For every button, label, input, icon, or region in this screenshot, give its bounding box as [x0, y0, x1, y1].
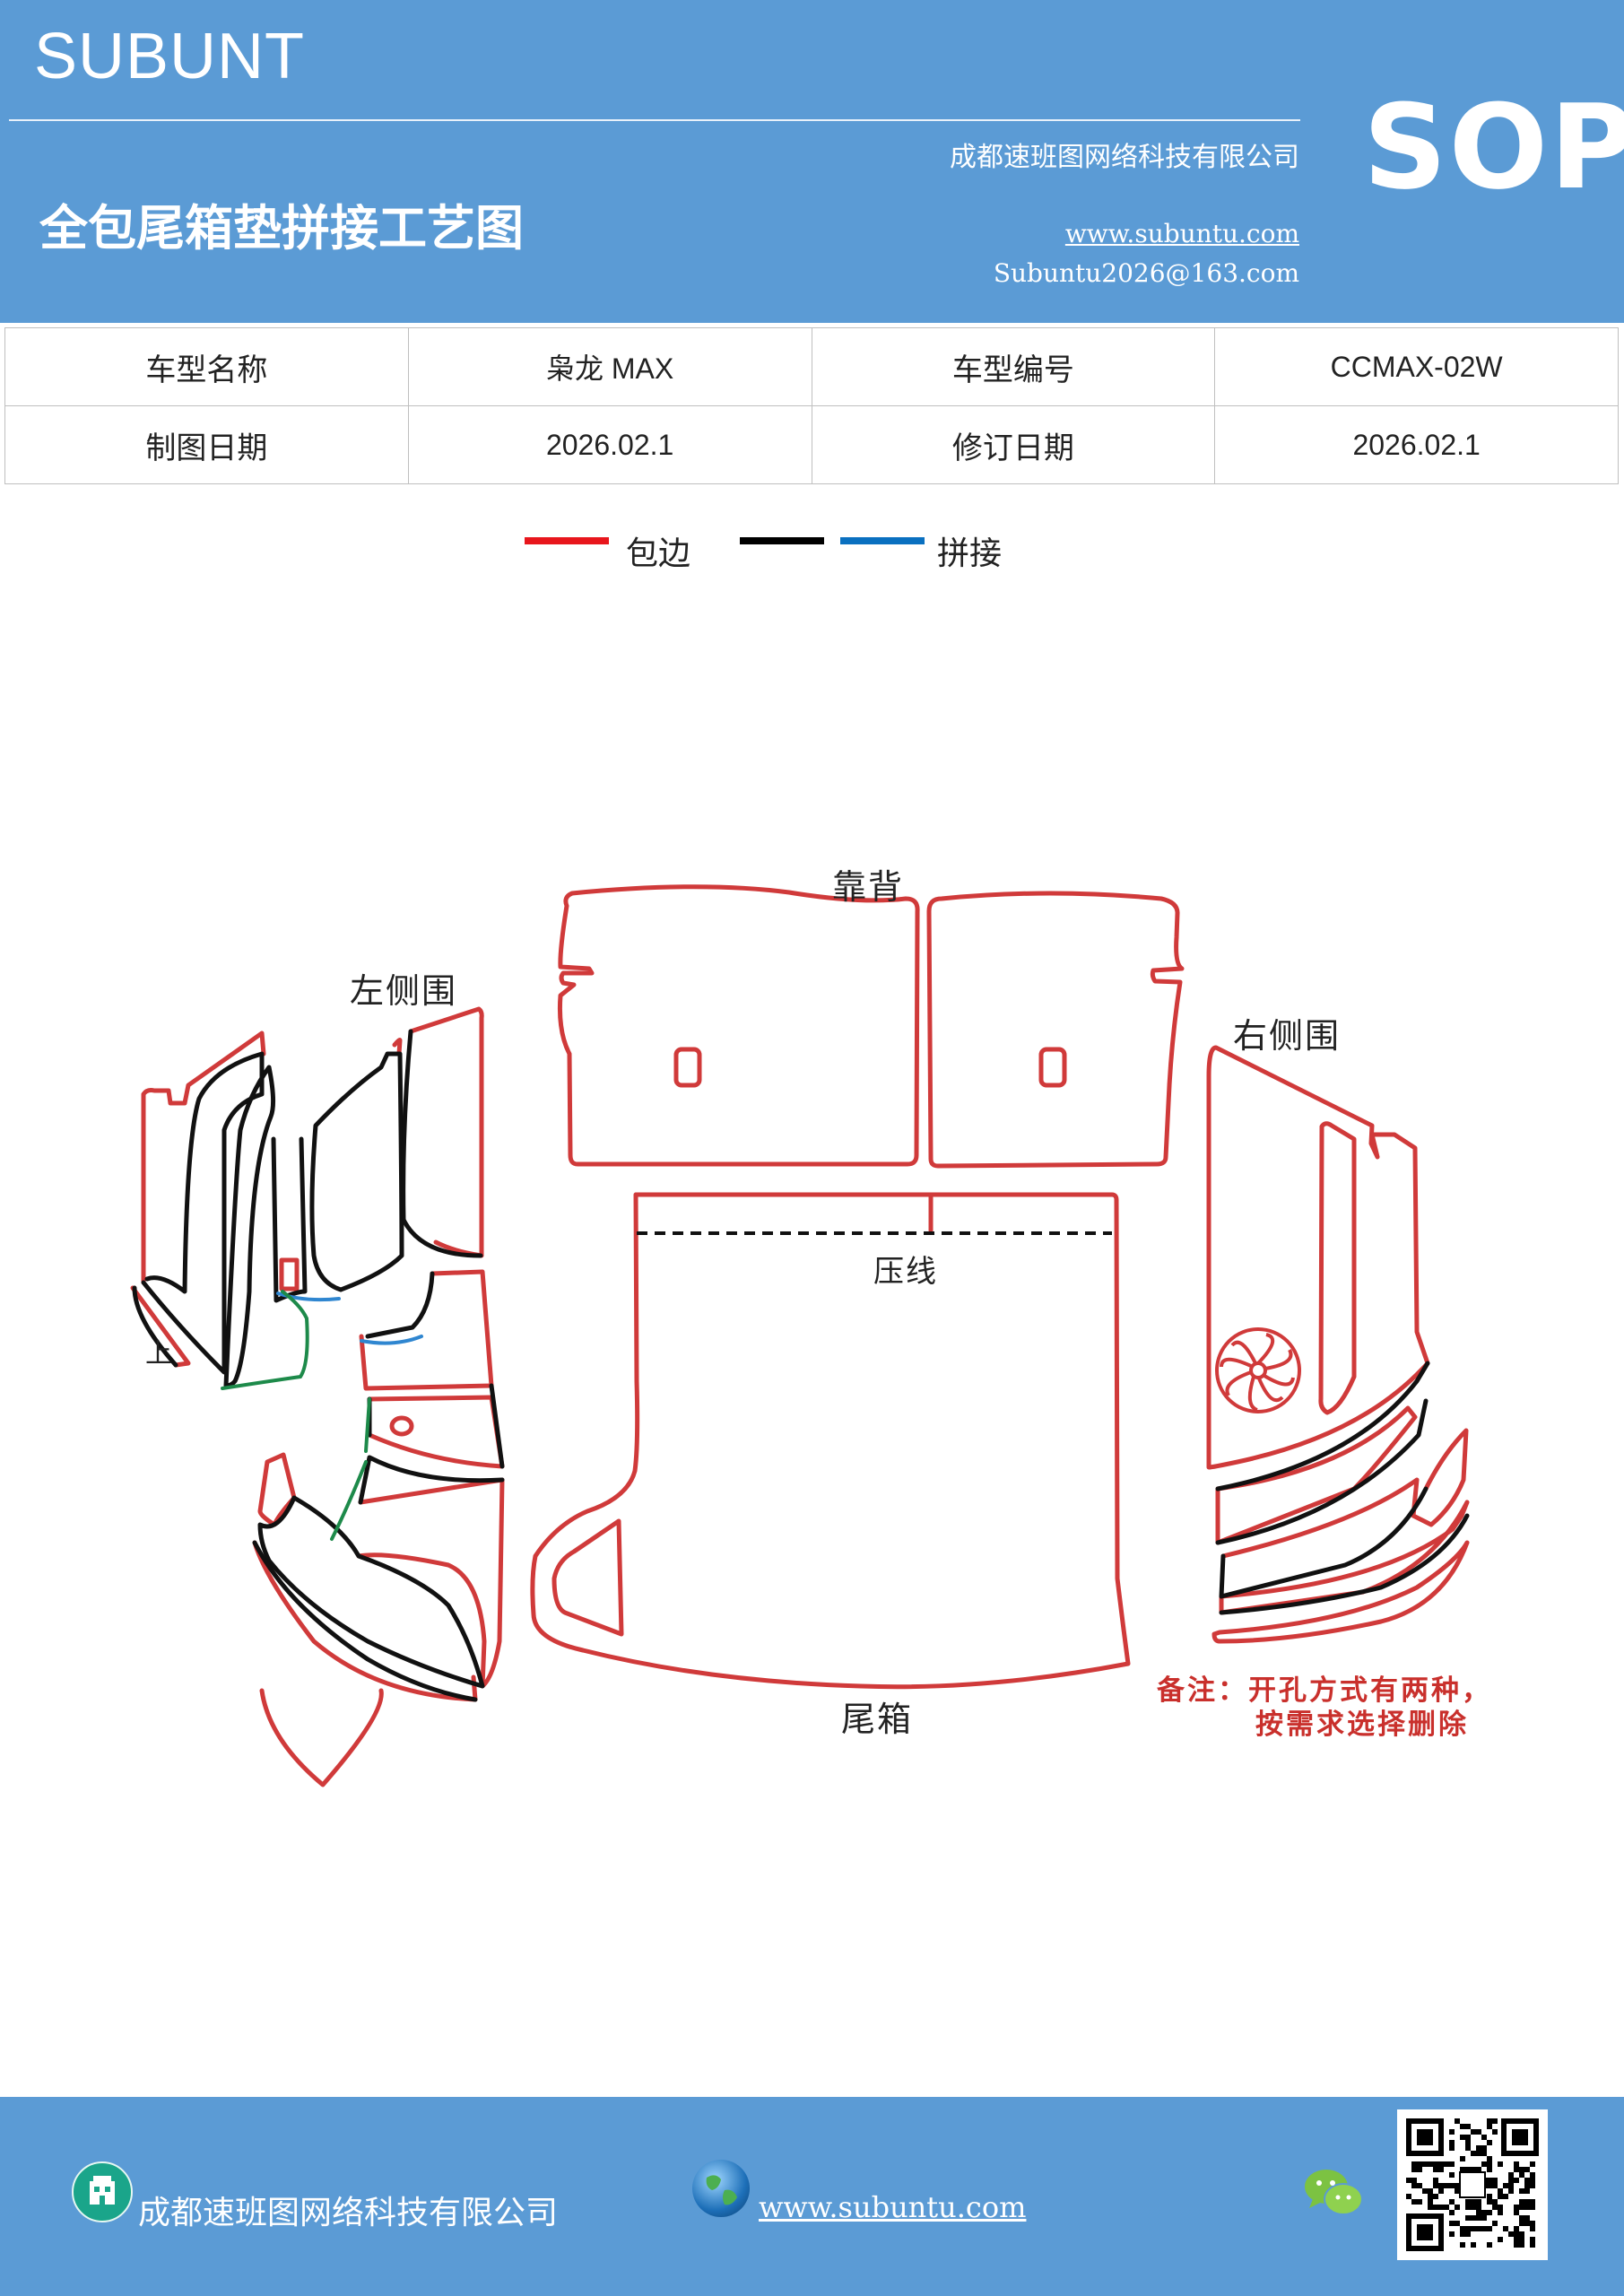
- left-up-mark-edge: [130, 1285, 191, 1368]
- seam-right-3: [1219, 1486, 1429, 1599]
- table-cell-label: 车型名称: [4, 327, 409, 406]
- left-side-lower-edge: [252, 1540, 478, 1787]
- note-line-1: 备注：开孔方式有两种，: [1157, 1674, 1492, 1707]
- legend-label-join: 拼接: [937, 535, 1003, 572]
- join-blue-2: [360, 1335, 423, 1345]
- wechat-icon[interactable]: [1302, 2165, 1365, 2221]
- label-right-side: 右侧围: [1233, 1016, 1342, 1056]
- seam-left-wave: [309, 1051, 404, 1292]
- left-piece-lower: [356, 1477, 505, 1689]
- globe-icon: [692, 2160, 750, 2217]
- label-press-line: 压线: [873, 1254, 938, 1290]
- seam-up-mark: [132, 1285, 178, 1368]
- join-blue-1: [276, 1292, 341, 1302]
- qr-code[interactable]: [1397, 2109, 1548, 2260]
- seam-left-piece1: [365, 1271, 435, 1339]
- header-divider: [9, 119, 1300, 121]
- seam-left-upper-right: [401, 1029, 483, 1258]
- legend-label-edge: 包边: [626, 535, 691, 572]
- label-up-mark: 上: [145, 1338, 174, 1370]
- right-strip-4: [1211, 1540, 1470, 1644]
- seam-right-4: [1219, 1513, 1470, 1615]
- seam-left-piece3: [358, 1455, 505, 1505]
- backrest-right-panel: [926, 891, 1185, 1169]
- header-banner: SUBUNT 成都速班图网络科技有限公司 全包尾箱垫拼接工艺图 www.subu…: [0, 0, 1624, 323]
- left-side-upper-edge: [392, 1006, 484, 1258]
- table-cell-value: 2026.02.1: [407, 405, 812, 484]
- company-name: 成都速班图网络科技有限公司: [950, 142, 1299, 173]
- trunk-main-panel: [530, 1192, 1131, 1690]
- legend-swatch-edge: [525, 537, 609, 544]
- building-icon: [72, 2161, 133, 2222]
- backrest-right-hole: [1038, 1047, 1067, 1088]
- legend-swatch-join: [840, 537, 925, 544]
- left-side-outer-edge: [141, 1031, 266, 1285]
- footer-website-link[interactable]: www.subuntu.com: [759, 2190, 1027, 2224]
- table-row: 车型名称 枭龙 MAX 车型编号 CCMAX-02W: [4, 327, 1619, 406]
- vent-hole-icon: [1215, 1327, 1301, 1413]
- table-cell-value: 2026.02.1: [1214, 405, 1619, 484]
- seam-left-outer: [141, 1051, 265, 1375]
- footer-banner: 成都速班图网络科技有限公司 www.subuntu.com: [0, 2097, 1624, 2296]
- left-piece-small-slot: [279, 1257, 300, 1292]
- vehicle-info-table: 车型名称 枭龙 MAX 车型编号 CCMAX-02W 制图日期 2026.02.…: [4, 327, 1619, 484]
- seam-left-curve1: [257, 1495, 485, 1689]
- left-piece-hole: [389, 1415, 414, 1437]
- trunk-cutout: [551, 1518, 624, 1637]
- left-piece-mid-2: [367, 1395, 505, 1469]
- join-green-2: [364, 1397, 371, 1453]
- document-title: 全包尾箱垫拼接工艺图: [39, 199, 524, 257]
- website-link[interactable]: www.subuntu.com: [1064, 219, 1299, 248]
- seam-right-1: [1215, 1361, 1430, 1492]
- right-side-main-panel: [1206, 1045, 1430, 1470]
- join-green-1: [221, 1290, 309, 1390]
- left-piece-mid-1: [359, 1269, 494, 1391]
- brand-name: SUBUNT: [34, 21, 306, 92]
- diagram-note: 备注：开孔方式有两种， 按需求选择删除: [1157, 1674, 1492, 1742]
- note-line-2: 按需求选择删除: [1255, 1709, 1469, 1741]
- footer-company-name: 成都速班图网络科技有限公司: [138, 2195, 559, 2231]
- seam-right-2: [1215, 1398, 1429, 1545]
- email-address: Subuntu2026@163.com: [993, 258, 1299, 288]
- right-strip-3: [1219, 1500, 1470, 1615]
- sop-badge: SOP: [1363, 79, 1624, 215]
- table-row: 制图日期 2026.02.1 修订日期 2026.02.1: [4, 405, 1619, 484]
- backrest-left-hole: [673, 1047, 702, 1088]
- table-cell-label: 制图日期: [4, 405, 409, 484]
- backrest-left-panel: [557, 884, 920, 1167]
- table-cell-label: 修订日期: [811, 405, 1216, 484]
- seam-left-curve2: [252, 1540, 478, 1702]
- right-strip-2: [1220, 1428, 1469, 1559]
- table-cell-value: CCMAX-02W: [1214, 327, 1619, 406]
- seam-left-mid: [223, 1065, 276, 1388]
- legend: 包边 拼接: [0, 522, 1624, 576]
- label-left-side: 左侧围: [350, 971, 458, 1011]
- label-trunk: 尾箱: [841, 1700, 914, 1739]
- right-side-inner-slot: [1318, 1121, 1357, 1415]
- legend-swatch-seam: [740, 537, 824, 544]
- table-cell-label: 车型编号: [811, 327, 1216, 406]
- left-piece-fin: [257, 1452, 297, 1527]
- label-backrest: 靠背: [832, 867, 905, 907]
- right-strip-1: [1215, 1405, 1418, 1545]
- join-green-3: [330, 1460, 368, 1541]
- table-cell-value: 枭龙 MAX: [407, 327, 812, 406]
- seam-left-narrow: [271, 1136, 308, 1303]
